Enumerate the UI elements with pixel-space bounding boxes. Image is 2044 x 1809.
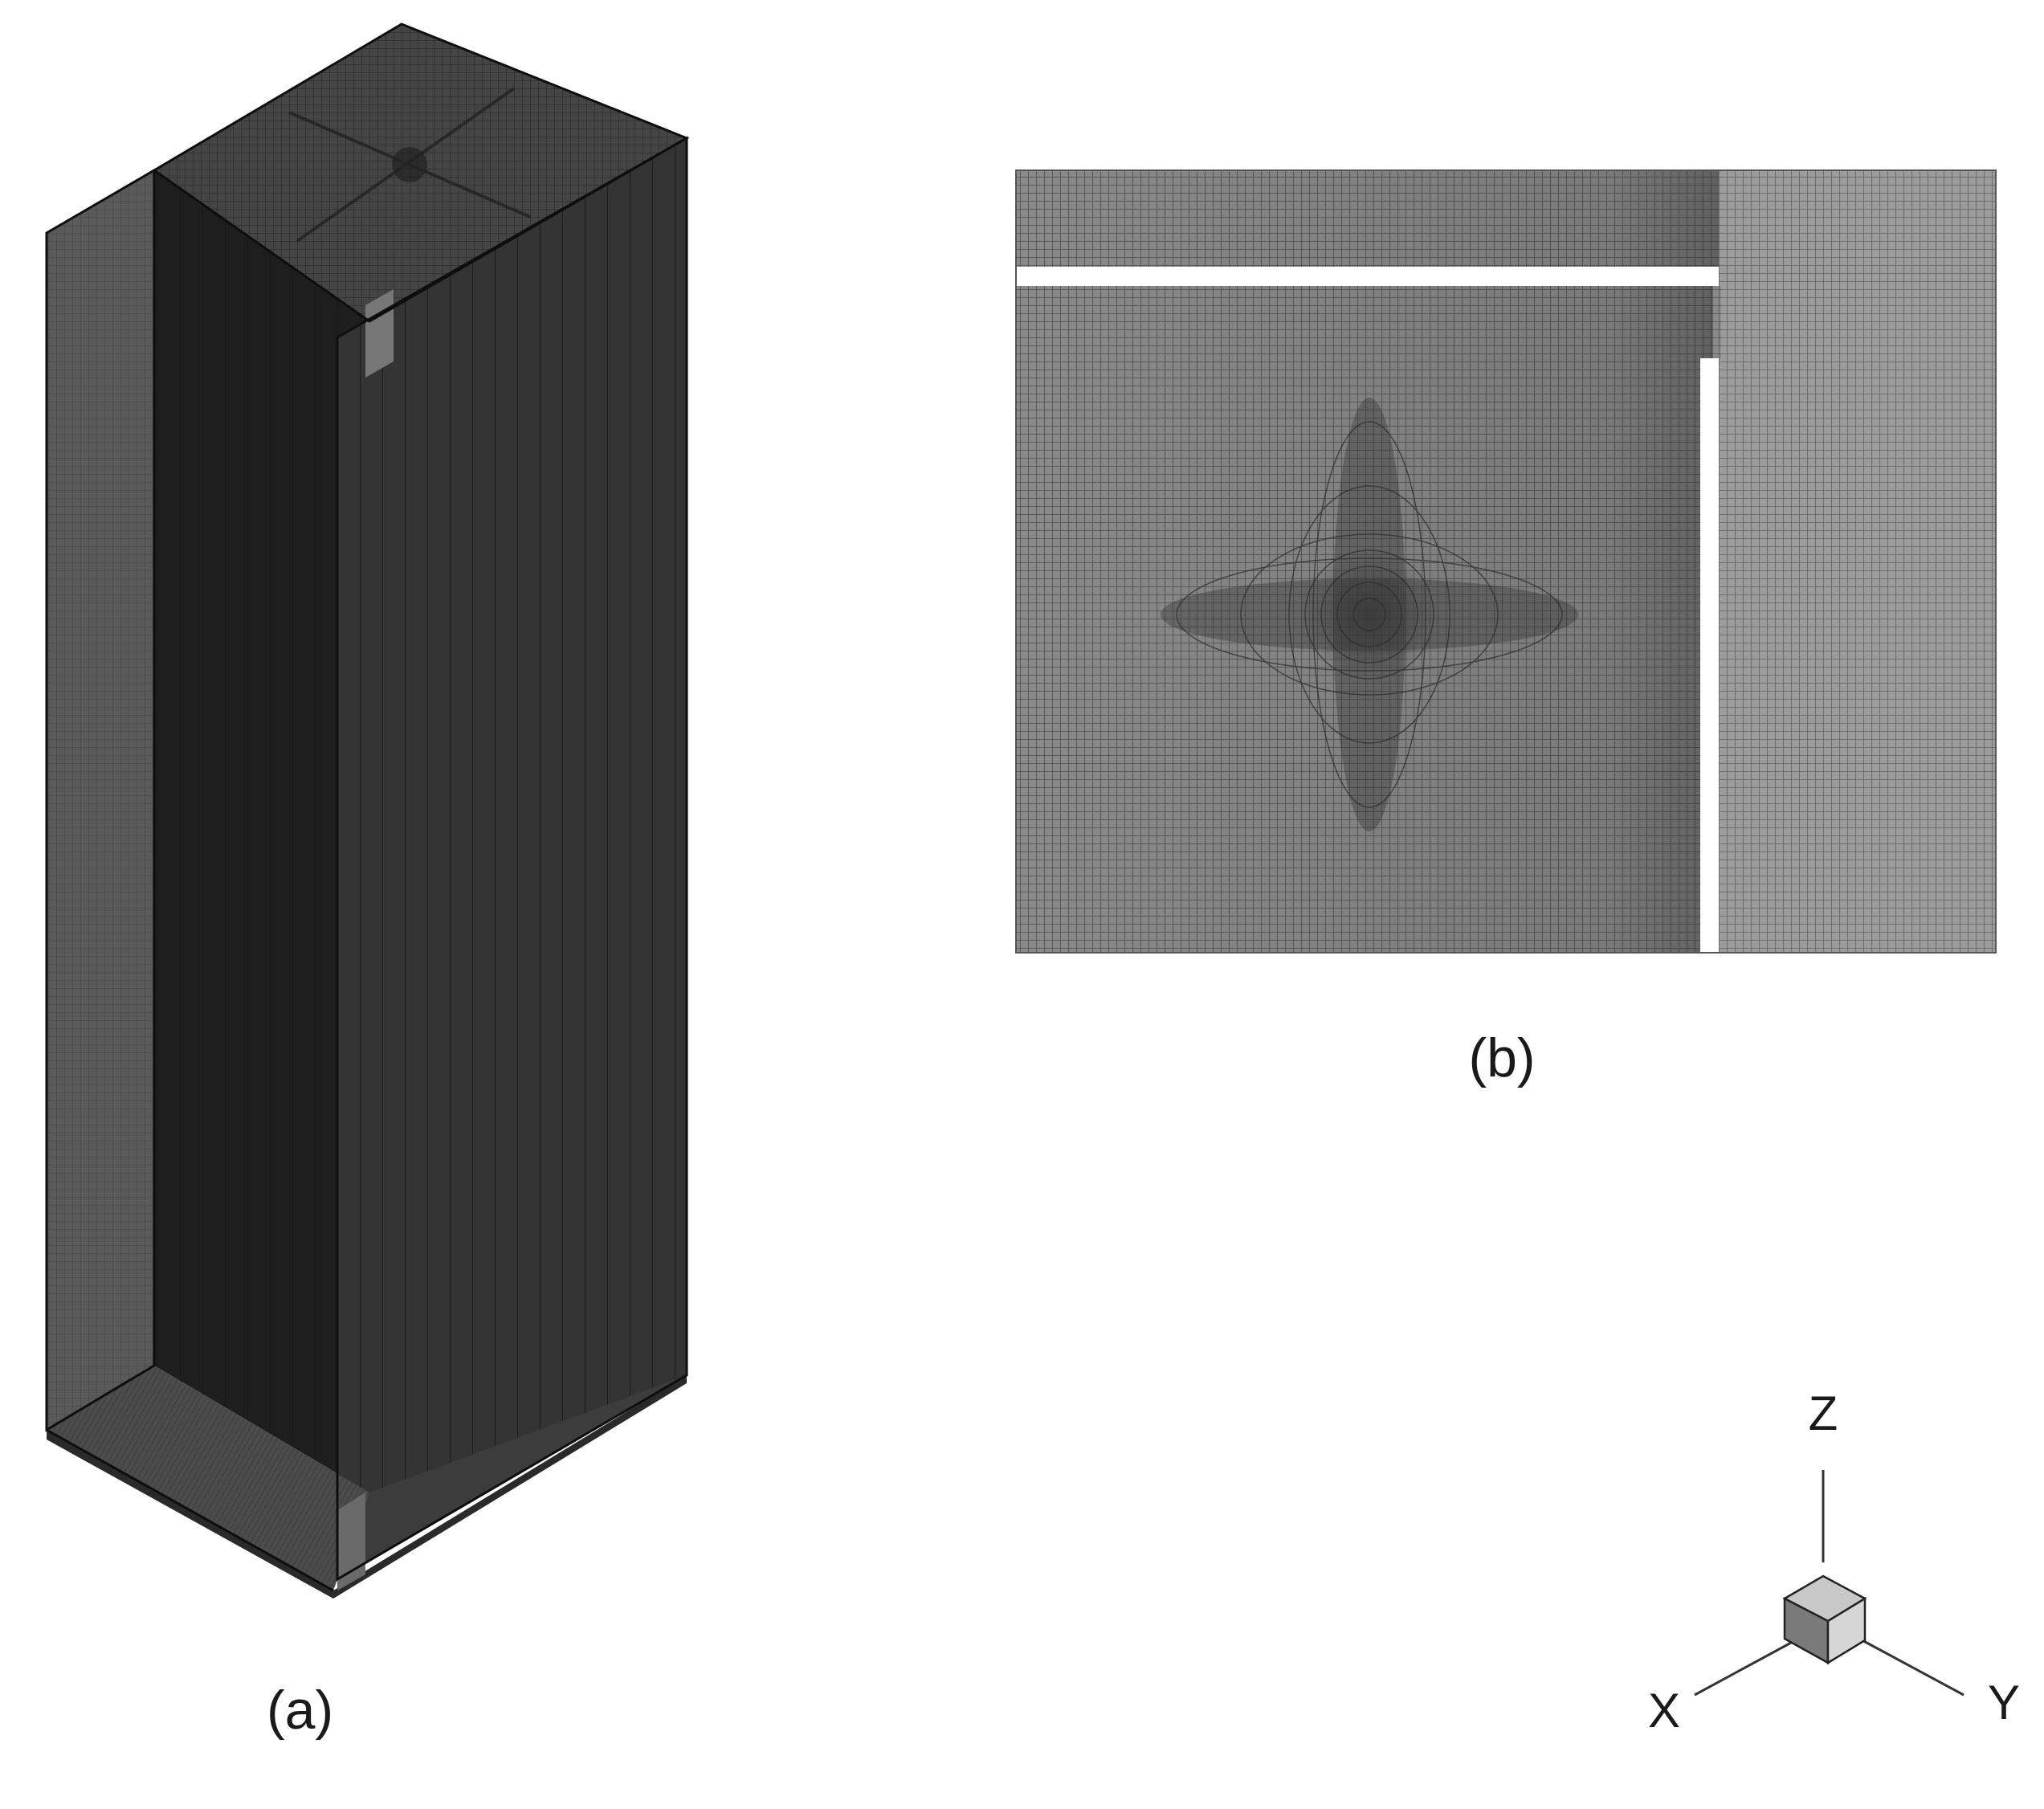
y-axis-label: Y [1988,1676,2020,1729]
x-axis-line [1694,1641,1792,1697]
x-axis-label: X [1648,1684,1680,1738]
y-axis-line [1858,1637,1964,1697]
panel-b-section-mesh [1015,169,1997,954]
z-axis-label: Z [1809,1386,1838,1440]
axis-triad: Z X Y [1648,1386,2020,1738]
center-cross-refinement [1161,398,1578,831]
panel-b-label: (b) [1468,1027,1535,1088]
vertical-gap [1700,358,1718,953]
bottom-base-right [333,1375,687,1591]
orientation-cube [1782,1574,1867,1665]
panel-a-mesh-block [45,22,690,1599]
panel-a-label: (a) [267,1680,333,1741]
horizontal-gap [1016,267,1719,286]
